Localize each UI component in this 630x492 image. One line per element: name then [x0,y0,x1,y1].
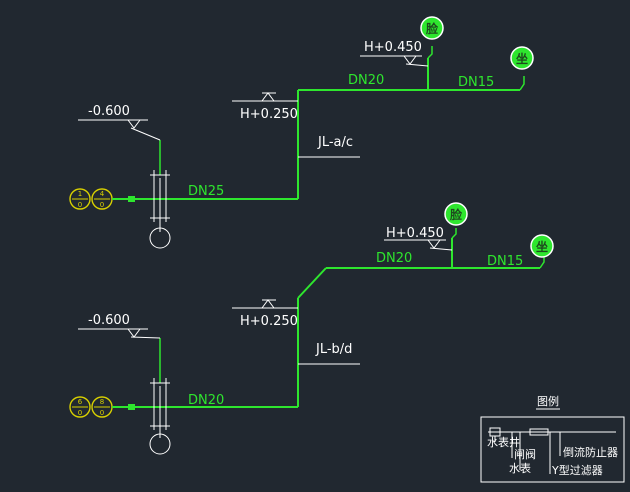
pipe-label-upper-bottom: DN20 [376,251,412,266]
fixture-label-wash-bottom: 脸 [450,207,463,222]
meter-mark-top-2: 4 [100,190,105,198]
pipe-label-main-bottom: DN20 [188,393,224,408]
svg-text:0: 0 [100,409,104,417]
riser-tag-bottom: JL-b/d [315,342,352,357]
meter-mark-top-1: 1 [78,190,82,198]
fixture-label-toilet-top: 坐 [516,51,528,66]
sleeve-top [149,170,171,249]
elevation-branch-top: H+0.450 [364,40,422,55]
elevation-branch-bottom: H+0.450 [386,226,444,241]
pipe-label-main-top: DN25 [188,184,224,199]
washbasin-icon: 脸 [420,16,444,40]
legend-item-gate-valve: 闸阀 [514,447,536,461]
toilet-icon: 坐 [530,234,554,258]
pipe-label-branch-bottom: DN15 [487,254,523,269]
meter-circles-bottom: 6 8 0 0 [69,396,113,418]
meter-circles-top: 1 4 0 0 [69,188,113,210]
legend-item-meter: 水表 [509,461,531,475]
legend-box: 图例 水表井 闸阀 水表 倒流防止器 Y型过滤器 [480,394,625,483]
svg-text:0: 0 [78,409,82,417]
valve-icon [128,404,135,410]
elevation-riser-top: H+0.250 [240,107,298,122]
system-bottom: 6 8 0 0 -0.600 DN20 JL-b/d H+0.250 [69,202,554,455]
backflow-symbol-icon [529,428,549,436]
sleeve-bottom [149,378,171,455]
legend-item-backflow: 倒流防止器 [563,445,618,459]
riser-tag-top: JL-a/c [317,135,353,150]
legend-item-meter-well: 水表井 [487,435,520,449]
fixture-label-toilet-bottom: 坐 [536,239,548,254]
legend-title: 图例 [537,394,559,408]
meter-mark-bottom-2: 8 [100,398,104,406]
elevation-ground-top: -0.600 [88,104,130,119]
elevation-riser-bottom: H+0.250 [240,314,298,329]
pipe-label-branch-top: DN15 [458,75,494,90]
elevation-ground-bottom: -0.600 [88,313,130,328]
pipe-label-upper-top: DN20 [348,73,384,88]
system-top: 1 4 0 0 -0.600 DN25 JL-a/c H+ [69,16,534,249]
svg-text:0: 0 [100,201,104,209]
valve-icon [128,196,135,202]
legend-item-y-filter: Y型过滤器 [551,463,603,477]
fixture-label-wash-top: 脸 [426,21,439,36]
toilet-icon: 坐 [510,46,534,70]
svg-text:0: 0 [78,201,82,209]
meter-mark-bottom-1: 6 [78,398,83,406]
washbasin-icon: 脸 [444,202,468,226]
